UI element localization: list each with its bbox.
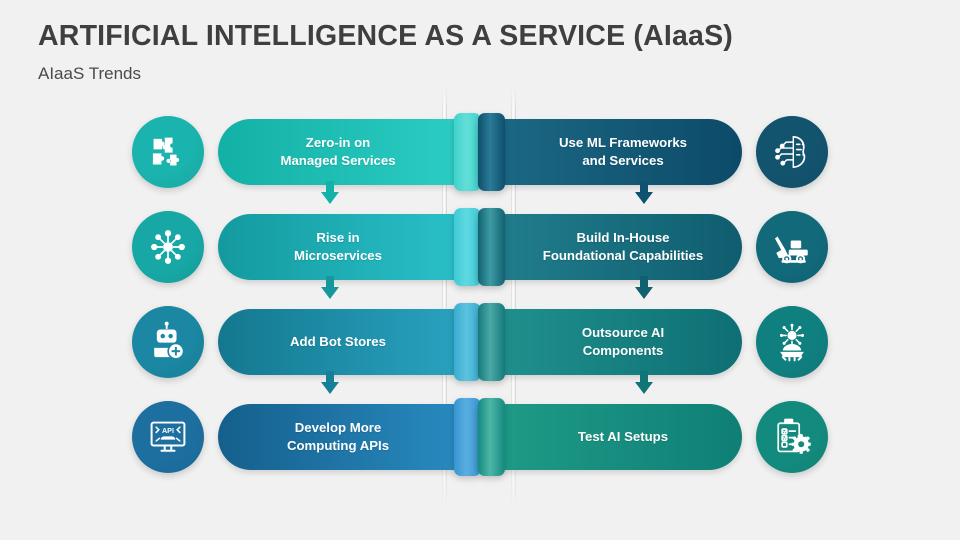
left-column-pole: [442, 88, 447, 506]
flow-arrow-down: [633, 276, 655, 300]
scroll-roll-cap: [478, 208, 505, 286]
step-bar[interactable]: Add Bot Stores: [218, 309, 482, 375]
step-bar[interactable]: Use ML Frameworks and Services: [478, 119, 742, 185]
scroll-roll-cap: [454, 303, 481, 381]
scroll-roll-cap: [478, 398, 505, 476]
flow-arrow-down: [319, 181, 341, 205]
ai-brain-circuit-icon-badge[interactable]: [756, 116, 828, 188]
step-label: Add Bot Stores: [290, 334, 386, 350]
excavator-icon-badge[interactable]: [756, 211, 828, 283]
step-bar[interactable]: Outsource AI Components: [478, 309, 742, 375]
puzzle-pieces-icon-badge[interactable]: [132, 116, 204, 188]
diagram-row-right-1[interactable]: Use ML Frameworks and Services: [478, 113, 828, 191]
step-bar[interactable]: Test AI Setups: [478, 404, 742, 470]
api-monitor-icon: API: [147, 416, 189, 458]
diagram-row-left-2[interactable]: Rise in Microservices: [132, 208, 482, 286]
diagram-row-right-3[interactable]: Outsource AI Components: [478, 303, 828, 381]
flow-arrow-down: [633, 371, 655, 395]
step-label: Develop More Computing APIs: [286, 420, 390, 453]
right-column-pole: [511, 88, 516, 506]
page-title: ARTIFICIAL INTELLIGENCE AS A SERVICE (AI…: [38, 20, 733, 52]
flow-arrow-down: [319, 276, 341, 300]
api-monitor-icon-badge[interactable]: API: [132, 401, 204, 473]
diagram-row-right-4[interactable]: Test AI Setups: [478, 398, 828, 476]
diagram-row-left-1[interactable]: Zero-in on Managed Services: [132, 113, 482, 191]
step-label: Build In-House Foundational Capabilities: [542, 230, 704, 263]
scroll-roll-cap: [454, 113, 481, 191]
svg-text:API: API: [162, 426, 174, 435]
clipboard-gear-icon-badge[interactable]: [756, 401, 828, 473]
step-bar[interactable]: Build In-House Foundational Capabilities: [478, 214, 742, 280]
diagram-row-left-3[interactable]: Add Bot Stores: [132, 303, 482, 381]
step-label: Use ML Frameworks and Services: [558, 135, 688, 168]
step-bar[interactable]: Develop More Computing APIs: [218, 404, 482, 470]
step-bar[interactable]: Zero-in on Managed Services: [218, 119, 482, 185]
scroll-roll-cap: [478, 303, 505, 381]
outsource-ai-icon-badge[interactable]: [756, 306, 828, 378]
scroll-roll-cap: [454, 208, 481, 286]
outsource-ai-icon: [771, 321, 813, 363]
excavator-icon: [771, 226, 813, 268]
step-label: Test AI Setups: [577, 429, 669, 445]
flow-arrow-down: [633, 181, 655, 205]
step-label: Rise in Microservices: [294, 230, 382, 263]
diagram-row-right-2[interactable]: Build In-House Foundational Capabilities: [478, 208, 828, 286]
clipboard-gear-icon: [771, 416, 813, 458]
bot-add-icon-badge[interactable]: [132, 306, 204, 378]
page-subtitle: AIaaS Trends: [38, 64, 142, 83]
diagram-row-left-4[interactable]: Develop More Computing APIs API: [132, 398, 482, 476]
step-label: Zero-in on Managed Services: [280, 135, 396, 168]
step-bar[interactable]: Rise in Microservices: [218, 214, 482, 280]
step-label: Outsource AI Components: [581, 325, 665, 358]
ai-brain-circuit-icon: [771, 131, 813, 173]
scroll-roll-cap: [478, 113, 505, 191]
bot-add-icon: [147, 321, 189, 363]
gear-network-icon-badge[interactable]: [132, 211, 204, 283]
puzzle-pieces-icon: [147, 131, 189, 173]
flow-arrow-down: [319, 371, 341, 395]
gear-network-icon: [147, 226, 189, 268]
scroll-roll-cap: [454, 398, 481, 476]
